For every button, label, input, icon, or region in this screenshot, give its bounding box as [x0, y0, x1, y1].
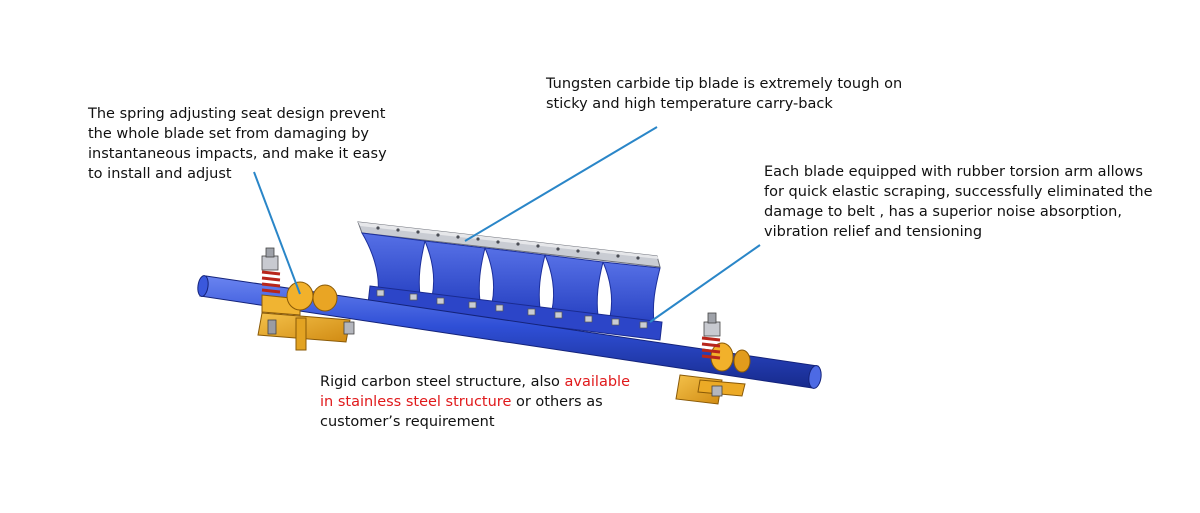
- blade-2: [424, 240, 486, 303]
- annotation-line: damage to belt , has a superior noise ab…: [764, 204, 1122, 220]
- left-spring-seat: [257, 247, 355, 351]
- leader-tungsten-tip: [464, 126, 658, 242]
- tungsten-tip-bar: [357, 221, 661, 268]
- annotation-torsion-arm: Each blade equipped with rubber torsion …: [764, 162, 1153, 242]
- leader-spring-seat: [253, 171, 301, 295]
- annotation-tungsten-tip: Tungsten carbide tip blade is extremely …: [546, 74, 902, 114]
- annotation-line: sticky and high temperature carry-back: [546, 96, 833, 112]
- right-spring-seat: [675, 312, 751, 405]
- annotation-line: customer’s requirement: [320, 414, 495, 430]
- annotation-structure: Rigid carbon steel structure, also avail…: [320, 372, 630, 432]
- annotation-line: Each blade equipped with rubber torsion …: [764, 164, 1143, 180]
- annotation-line: Tungsten carbide tip blade is extremely …: [546, 76, 903, 92]
- annotation-line: for quick elastic scraping, successfully…: [764, 184, 1153, 200]
- annotation-highlight: available: [564, 374, 630, 390]
- annotation-highlight: in stainless steel structure: [320, 394, 512, 410]
- annotation-text: Rigid carbon steel structure, also: [320, 374, 565, 390]
- main-shaft-pipe: [197, 275, 822, 389]
- leader-lines: [253, 126, 761, 323]
- annotation-line: in stainless steel structure or others a…: [320, 392, 630, 412]
- annotation-line: The spring adjusting seat design prevent: [88, 106, 386, 122]
- blade-5: [602, 261, 661, 323]
- annotation-spring-seat: The spring adjusting seat design prevent…: [88, 104, 387, 184]
- leader-torsion-arm: [649, 244, 761, 323]
- annotation-line: instantaneous impacts, and make it easy: [88, 146, 387, 162]
- annotation-text: or others as: [511, 394, 603, 410]
- annotation-line: to install and adjust: [88, 166, 232, 182]
- blade-base-plate: [367, 285, 663, 341]
- annotation-line: Rigid carbon steel structure, also avail…: [320, 372, 630, 392]
- blade-3: [484, 247, 546, 310]
- annotation-line: the whole blade set from damaging by: [88, 126, 369, 142]
- blade-4: [544, 254, 604, 317]
- annotation-line: vibration relief and tensioning: [764, 224, 983, 240]
